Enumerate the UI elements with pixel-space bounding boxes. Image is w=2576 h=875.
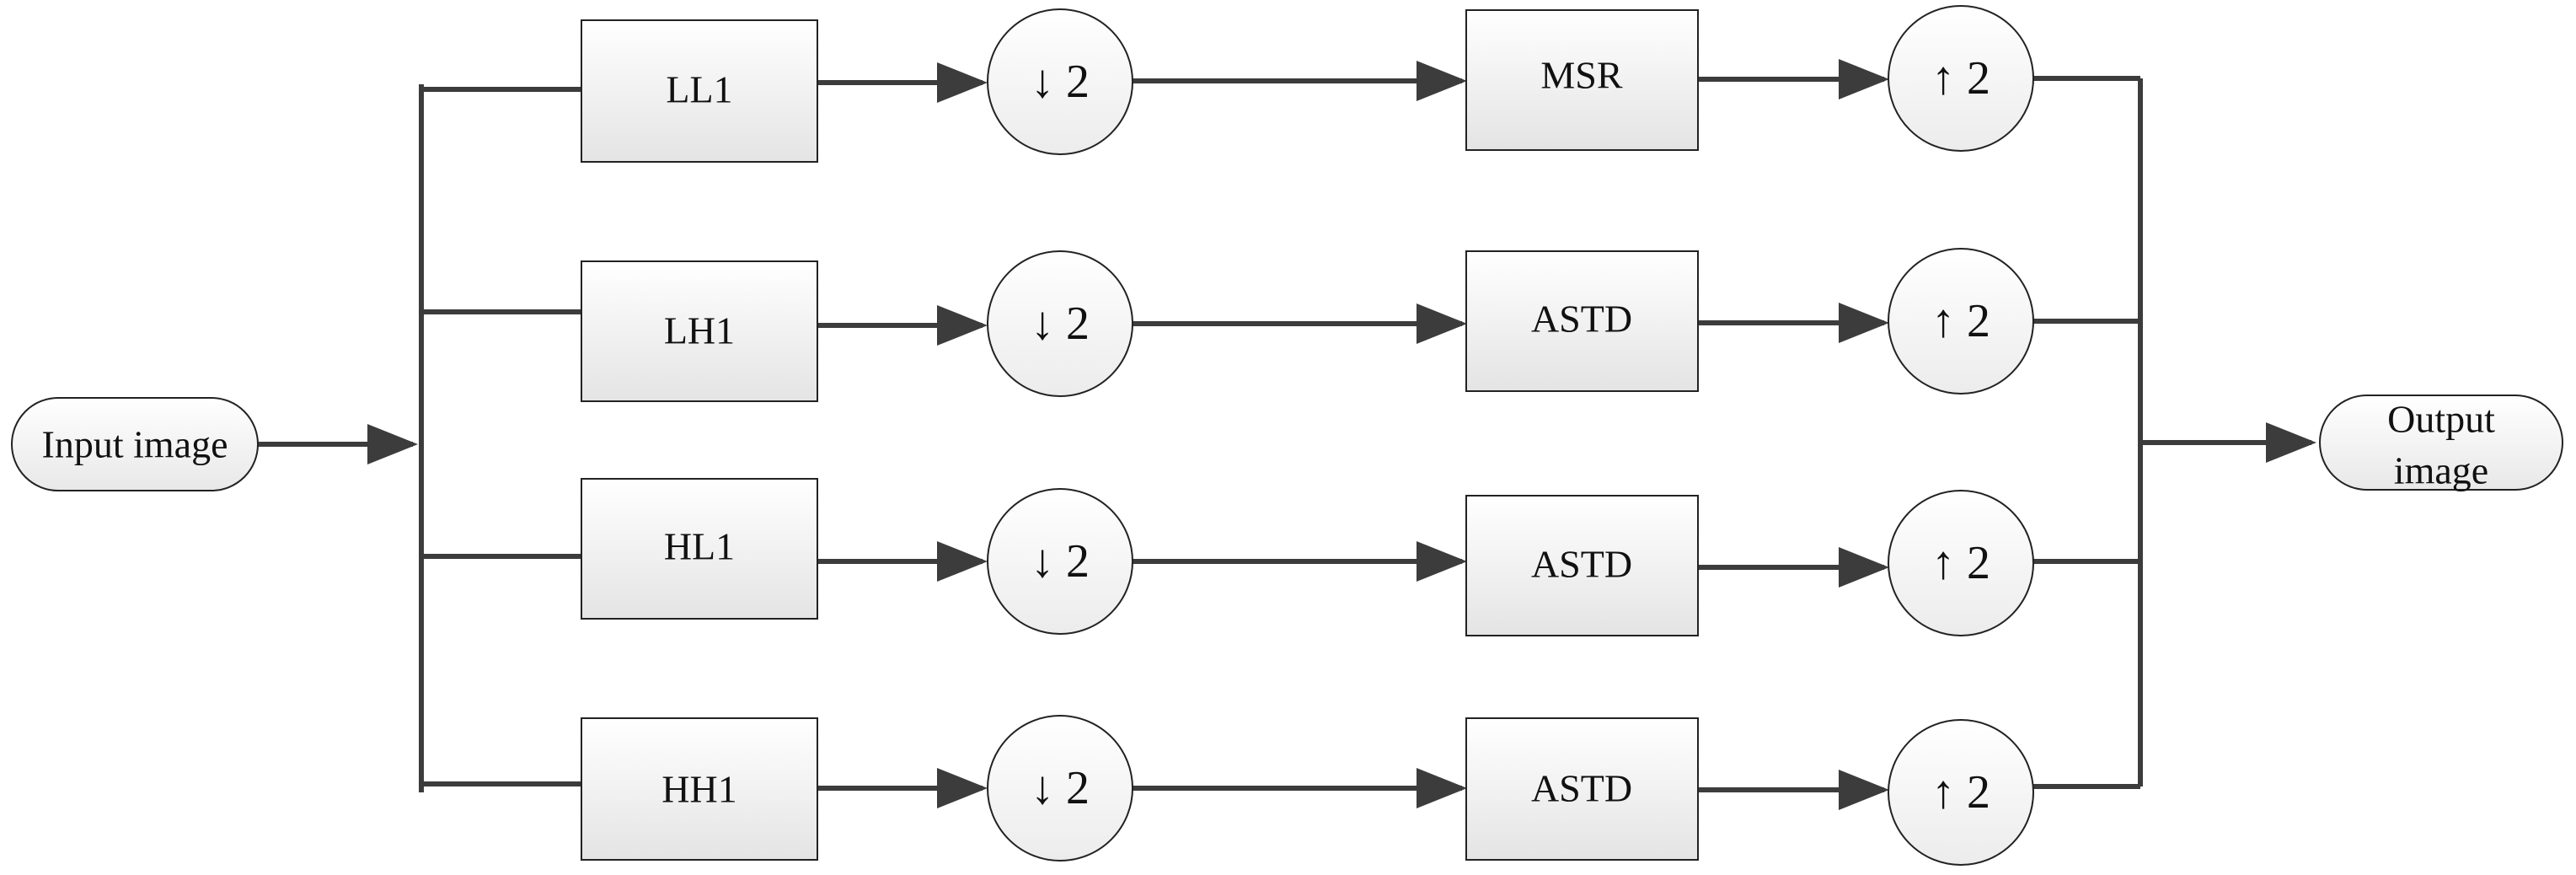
input-label: Input image: [42, 423, 228, 466]
subband-label: LH1: [664, 309, 735, 352]
upsample-label: ↑ 2: [1931, 537, 1990, 589]
process-box-astd: ASTD: [1465, 495, 1699, 636]
output-label-line1: Output: [2387, 398, 2495, 441]
subband-box-lh1: LH1: [581, 260, 818, 402]
downsample-label: ↓ 2: [1031, 298, 1090, 350]
process-box-msr: MSR: [1465, 9, 1699, 151]
row-2: LH1 ↓ 2 ASTD ↑ 2: [581, 248, 2034, 402]
process-box-astd: ASTD: [1465, 250, 1699, 392]
upsample-node: ↑ 2: [1888, 719, 2034, 866]
subband-box-ll1: LL1: [581, 19, 818, 163]
subband-label: HH1: [661, 768, 736, 811]
upsample-label: ↑ 2: [1931, 766, 1990, 819]
downsample-label: ↓ 2: [1031, 535, 1090, 588]
output-terminal: Output image: [2319, 395, 2563, 492]
row-3: HL1 ↓ 2 ASTD ↑ 2: [581, 478, 2034, 636]
downsample-node: ↓ 2: [987, 8, 1133, 155]
subband-box-hl1: HL1: [581, 478, 818, 620]
row-4: HH1 ↓ 2 ASTD ↑ 2: [581, 715, 2034, 866]
downsample-node: ↓ 2: [987, 250, 1133, 397]
process-label: ASTD: [1531, 543, 1632, 586]
upsample-label: ↑ 2: [1931, 52, 1990, 105]
downsample-node: ↓ 2: [987, 488, 1133, 635]
downsample-node: ↓ 2: [987, 715, 1133, 862]
downsample-label: ↓ 2: [1031, 762, 1090, 814]
output-label-line2: image: [2394, 449, 2488, 492]
upsample-label: ↑ 2: [1931, 295, 1990, 347]
connectors: [258, 59, 2316, 810]
subband-label: HL1: [664, 525, 735, 568]
upsample-node: ↑ 2: [1888, 5, 2034, 152]
process-label: ASTD: [1531, 767, 1632, 810]
upsample-node: ↑ 2: [1888, 248, 2034, 395]
downsample-label: ↓ 2: [1031, 56, 1090, 108]
subband-box-hh1: HH1: [581, 717, 818, 861]
row-1: LL1 ↓ 2 MSR ↑ 2: [581, 5, 2034, 163]
subband-label: LL1: [666, 68, 732, 111]
process-label: MSR: [1540, 54, 1622, 97]
upsample-node: ↑ 2: [1888, 490, 2034, 636]
process-label: ASTD: [1531, 298, 1632, 341]
process-box-astd: ASTD: [1465, 717, 1699, 861]
input-terminal: Input image: [11, 397, 259, 491]
